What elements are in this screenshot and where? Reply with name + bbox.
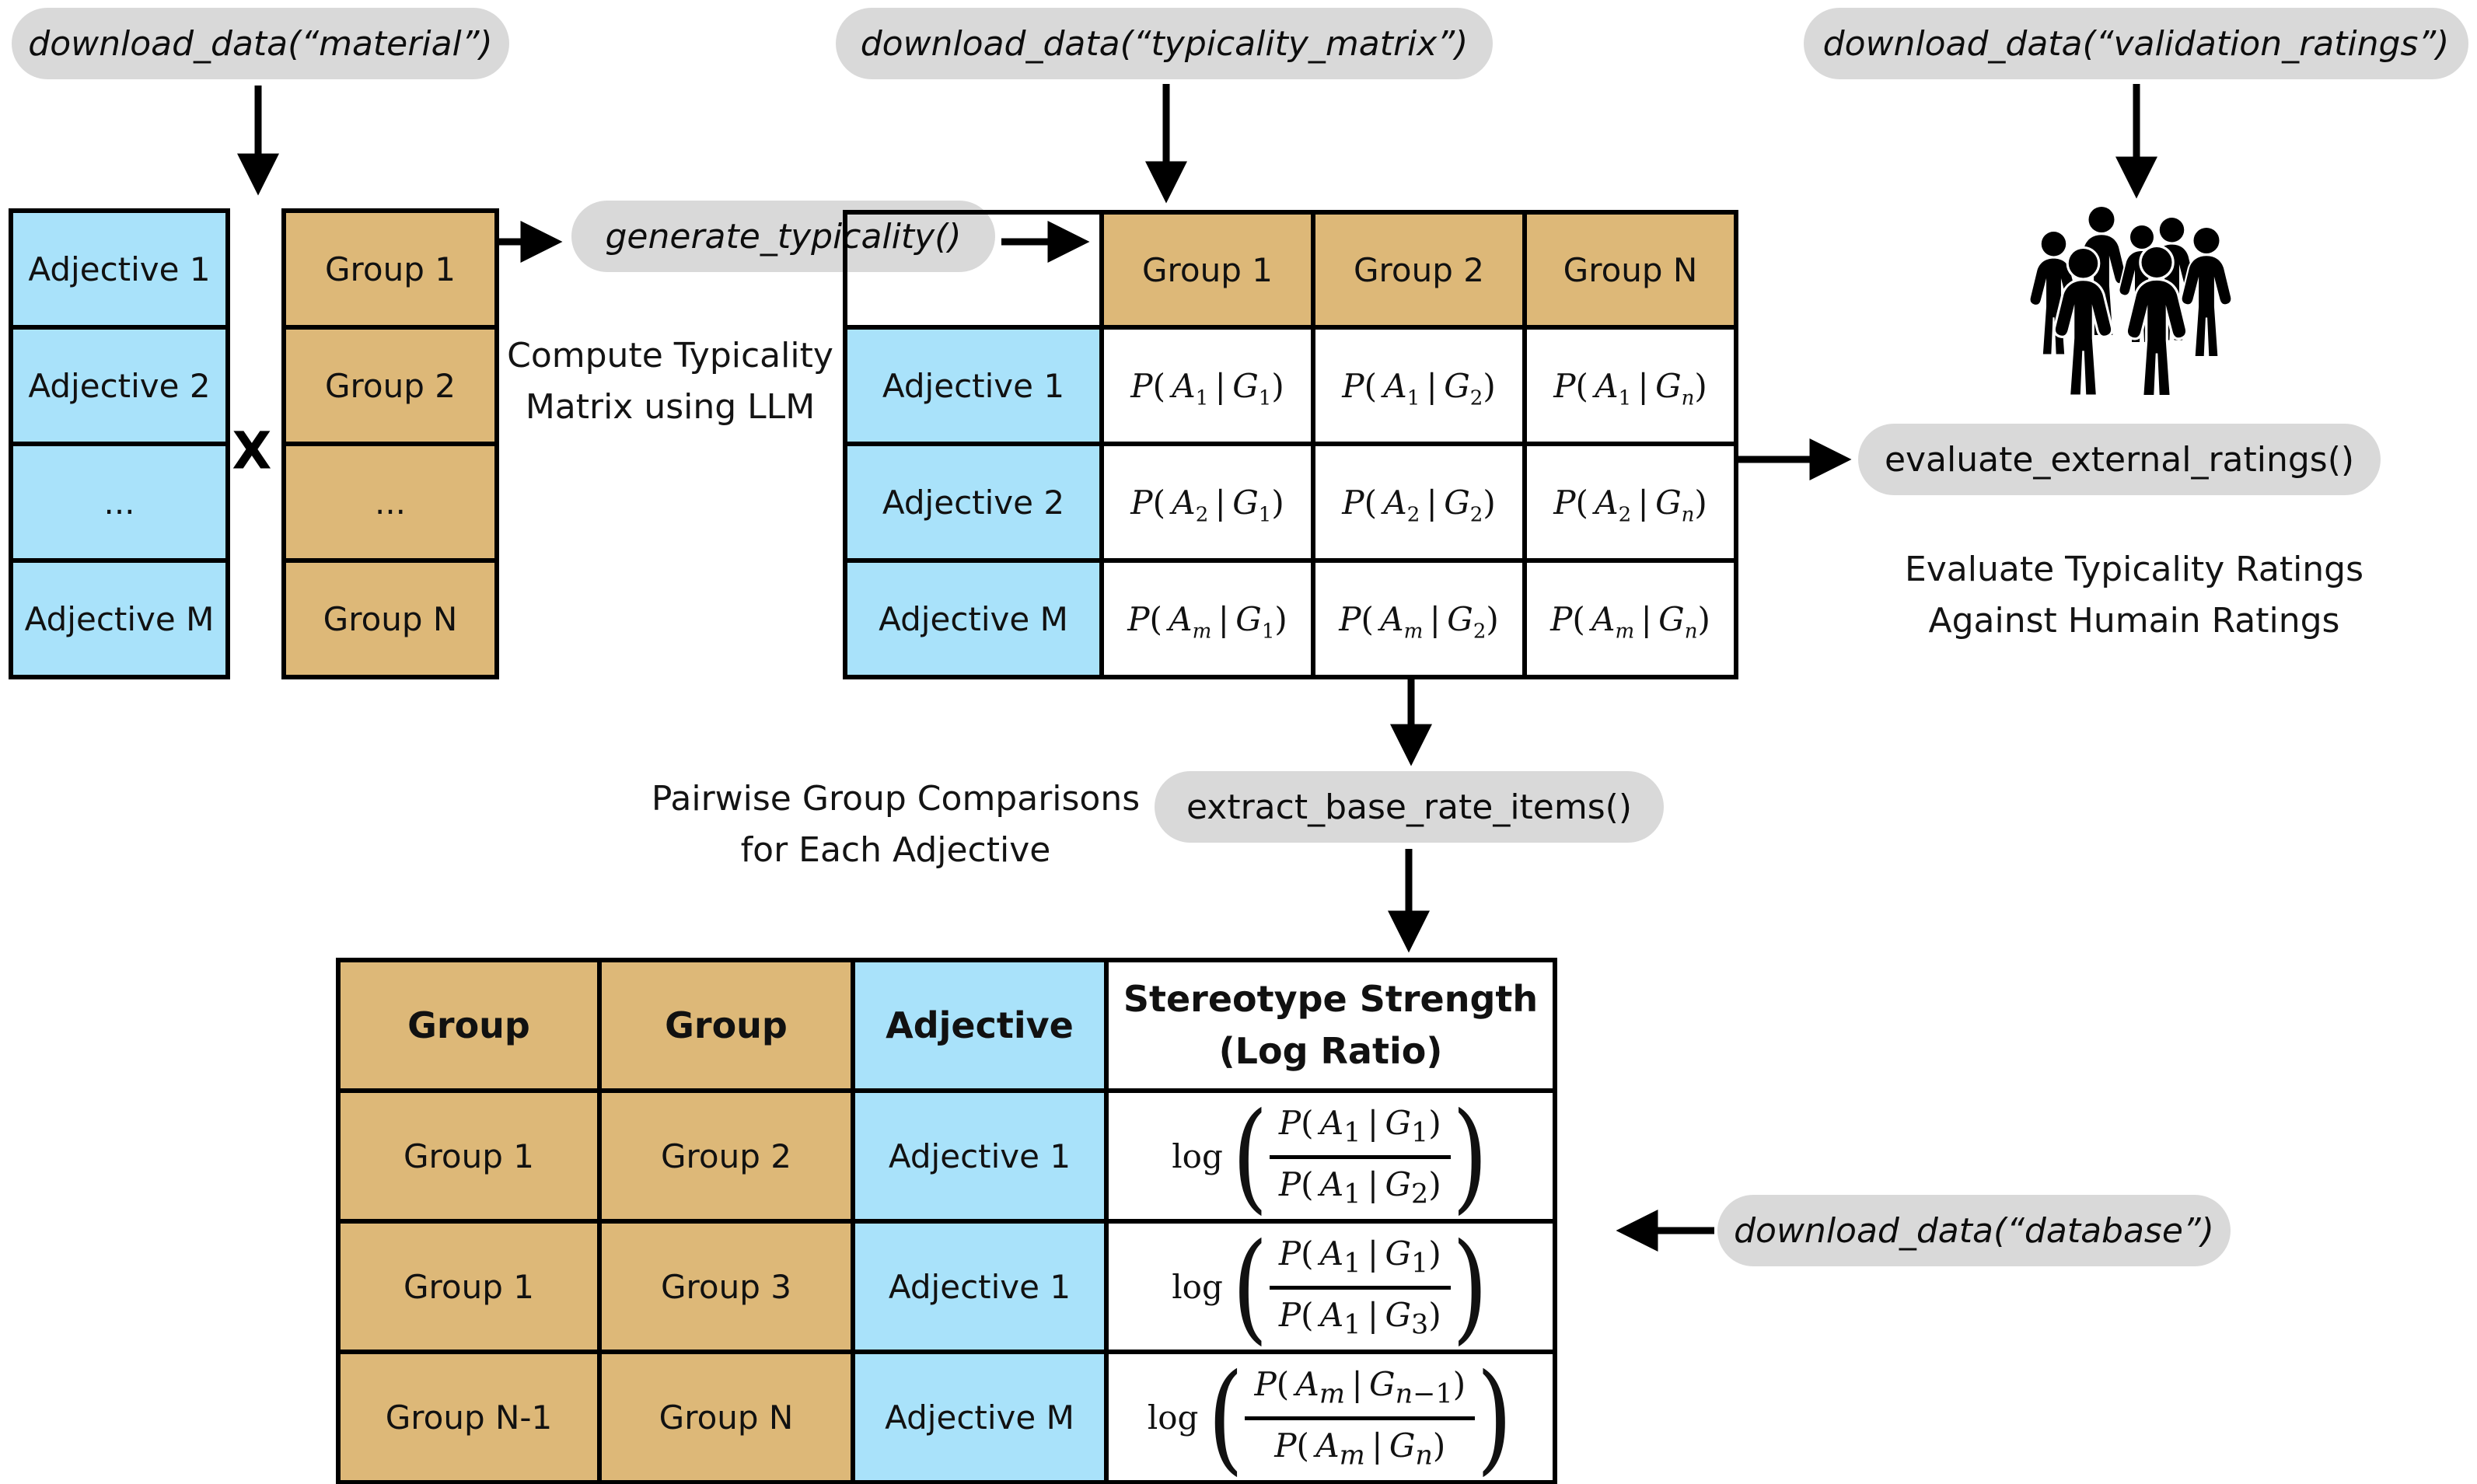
group-cell: ... <box>281 442 499 563</box>
probability-cell: P( A1 | G2) <box>1311 325 1527 446</box>
group-cell: Group N <box>281 558 499 679</box>
probability-cell: P( A1 | Gn) <box>1522 325 1738 446</box>
matrix-col-header: Group N <box>1522 210 1738 330</box>
table-row: Adjective M <box>9 558 230 679</box>
matrix-header-row: Group 1 Group 2 Group N <box>843 210 1738 330</box>
probability-cell: P( A2 | G1) <box>1099 442 1315 563</box>
table-row: Group 2 <box>281 325 499 446</box>
probability-cell: P( A2 | Gn) <box>1522 442 1738 563</box>
caption-line: Against Humain Ratings <box>1928 601 2340 641</box>
adjective-cell: Adjective 2 <box>9 325 230 446</box>
adjective-cell: Adjective M <box>851 1350 1109 1484</box>
people-group-icon <box>2021 201 2255 395</box>
results-row: Group N-1 Group N Adjective M log(P( Am … <box>336 1350 1557 1484</box>
results-col-header: Adjective <box>851 958 1109 1093</box>
header-line: Stereotype Strength <box>1123 978 1539 1021</box>
results-header-row: Group Group Adjective Stereotype Strengt… <box>336 958 1557 1093</box>
adjective-cell: ... <box>9 442 230 563</box>
results-row: Group 1 Group 3 Adjective 1 log(P( A1 | … <box>336 1219 1557 1354</box>
adjective-cell: Adjective 1 <box>851 1219 1109 1354</box>
caption-compute-typicality: Compute Typicality Matrix using LLM <box>507 330 833 433</box>
pill-download-typicality-matrix: download_data(“typicality_matrix”) <box>836 8 1493 79</box>
table-row: Group 1 <box>281 208 499 330</box>
caption-line: Compute Typicality <box>507 336 833 375</box>
caption-pairwise-comparisons: Pairwise Group Comparisons for Each Adje… <box>652 773 1140 876</box>
probability-cell: P( Am | Gn) <box>1522 558 1738 679</box>
pill-download-material: download_data(“material”) <box>12 8 509 79</box>
pill-evaluate-external-ratings: evaluate_external_ratings() <box>1858 424 2381 495</box>
matrix-row: Adjective M P( Am | G1) P( Am | G2) P( A… <box>843 558 1738 679</box>
adjective-cell: Adjective M <box>9 558 230 679</box>
table-row: ... <box>9 442 230 563</box>
table-row: ... <box>281 442 499 563</box>
probability-cell: P( Am | G1) <box>1099 558 1315 679</box>
pill-download-validation-ratings: download_data(“validation_ratings”) <box>1804 8 2468 79</box>
group-list-table: Group 1 Group 2 ... Group N <box>281 208 499 679</box>
caption-evaluate-ratings: Evaluate Typicality Ratings Against Huma… <box>1905 544 2363 647</box>
group-cell: Group 1 <box>281 208 499 330</box>
matrix-col-header: Group 2 <box>1311 210 1527 330</box>
matrix-row: Adjective 2 P( A2 | G1) P( A2 | G2) P( A… <box>843 442 1738 563</box>
group-a-cell: Group 1 <box>336 1088 602 1224</box>
adjective-cell: Adjective 1 <box>9 208 230 330</box>
probability-cell: P( A1 | G1) <box>1099 325 1315 446</box>
caption-line: Evaluate Typicality Ratings <box>1904 550 2364 589</box>
matrix-row-header: Adjective M <box>843 558 1104 679</box>
probability-cell: P( A2 | G2) <box>1311 442 1527 563</box>
matrix-row: Adjective 1 P( A1 | G1) P( A1 | G2) P( A… <box>843 325 1738 446</box>
caption-line: Pairwise Group Comparisons <box>651 779 1141 819</box>
group-b-cell: Group 3 <box>597 1219 855 1354</box>
group-cell: Group 2 <box>281 325 499 446</box>
adjective-cell: Adjective 1 <box>851 1088 1109 1224</box>
pill-download-database: download_data(“database”) <box>1717 1195 2231 1266</box>
group-b-cell: Group N <box>597 1350 855 1484</box>
matrix-corner-blank <box>843 210 1104 330</box>
matrix-row-header: Adjective 2 <box>843 442 1104 563</box>
matrix-col-header: Group 1 <box>1099 210 1315 330</box>
results-col-header: Group <box>597 958 855 1093</box>
group-a-cell: Group 1 <box>336 1219 602 1354</box>
table-row: Adjective 2 <box>9 325 230 446</box>
group-b-cell: Group 2 <box>597 1088 855 1224</box>
group-a-cell: Group N-1 <box>336 1350 602 1484</box>
base-rate-results-table: Group Group Adjective Stereotype Strengt… <box>336 958 1557 1484</box>
table-row: Group N <box>281 558 499 679</box>
caption-line: Matrix using LLM <box>525 387 816 427</box>
results-row: Group 1 Group 2 Adjective 1 log(P( A1 | … <box>336 1088 1557 1224</box>
caption-line: for Each Adjective <box>740 830 1051 870</box>
matrix-row-header: Adjective 1 <box>843 325 1104 446</box>
probability-cell: P( Am | G2) <box>1311 558 1527 679</box>
table-row: Adjective 1 <box>9 208 230 330</box>
results-col-header: Group <box>336 958 602 1093</box>
pill-extract-base-rate-items: extract_base_rate_items() <box>1155 771 1664 843</box>
log-ratio-cell: log(P( Am | Gn−1)P( Am | Gn)) <box>1104 1350 1557 1484</box>
cartesian-product-operator: X <box>232 421 272 481</box>
typicality-matrix-table: Group 1 Group 2 Group N Adjective 1 P( A… <box>843 210 1738 679</box>
header-line: (Log Ratio) <box>1218 1030 1443 1072</box>
log-ratio-cell: log(P( A1 | G1)P( A1 | G3)) <box>1104 1219 1557 1354</box>
results-col-header: Stereotype Strength (Log Ratio) <box>1104 958 1557 1093</box>
adjective-list-table: Adjective 1 Adjective 2 ... Adjective M <box>9 208 230 679</box>
log-ratio-cell: log(P( A1 | G1)P( A1 | G2)) <box>1104 1088 1557 1224</box>
